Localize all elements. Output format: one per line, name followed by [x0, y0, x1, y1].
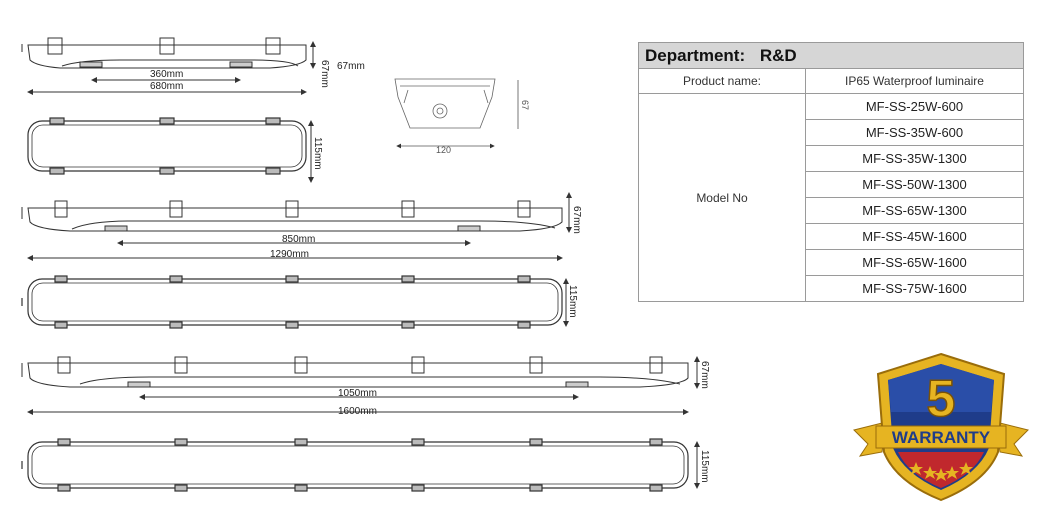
- department-row: Department: R&D: [638, 42, 1024, 69]
- dim-67mm-a: 67mm: [319, 60, 330, 88]
- department-value: R&D: [759, 45, 797, 65]
- badge-number: 5: [927, 370, 956, 428]
- model-row: MF-SS-65W-1300: [805, 197, 1024, 224]
- warranty-badge: 5 WARRANTY: [853, 352, 1029, 502]
- dim-1050mm: 1050mm: [338, 388, 377, 399]
- dim-850mm: 850mm: [282, 234, 315, 245]
- dim-67mm-outer: 67mm: [337, 61, 365, 72]
- dim-120: 120: [436, 145, 451, 155]
- model-no-label: Model No: [638, 93, 806, 302]
- side-view-1290: [21, 275, 569, 329]
- dim-67mm-c: 67mm: [699, 361, 710, 389]
- dim-67mm-b: 67mm: [571, 206, 582, 234]
- dim-115mm-a: 115mm: [312, 137, 323, 170]
- model-row: MF-SS-65W-1600: [805, 249, 1024, 276]
- dim-115mm-c: 115mm: [699, 450, 710, 483]
- top-view-1290: [21, 192, 572, 261]
- department-label: Department:: [645, 45, 746, 65]
- side-view-1600: [21, 438, 700, 492]
- top-view-1600: [21, 356, 700, 415]
- cross-section: [394, 78, 519, 149]
- dim-680mm: 680mm: [150, 81, 183, 92]
- model-row: MF-SS-45W-1600: [805, 223, 1024, 250]
- side-view-680: [27, 117, 314, 183]
- model-row: MF-SS-35W-1300: [805, 145, 1024, 172]
- top-view-680: [21, 37, 316, 95]
- model-row: MF-SS-75W-1600: [805, 275, 1024, 302]
- badge-stars-icon: [909, 462, 973, 481]
- dim-360mm: 360mm: [150, 69, 183, 80]
- dim-1600mm: 1600mm: [338, 406, 377, 417]
- dim-115mm-b: 115mm: [567, 285, 578, 318]
- dim-67: 67: [520, 100, 530, 110]
- badge-text: WARRANTY: [892, 428, 991, 447]
- product-name-label: Product name:: [638, 68, 806, 94]
- model-row: MF-SS-25W-600: [805, 93, 1024, 120]
- model-row: MF-SS-35W-600: [805, 119, 1024, 146]
- model-row: MF-SS-50W-1300: [805, 171, 1024, 198]
- product-name-value: IP65 Waterproof luminaire: [805, 68, 1024, 94]
- dim-1290mm: 1290mm: [270, 249, 309, 260]
- spec-table: Department: R&D Product name: IP65 Water…: [638, 42, 1024, 302]
